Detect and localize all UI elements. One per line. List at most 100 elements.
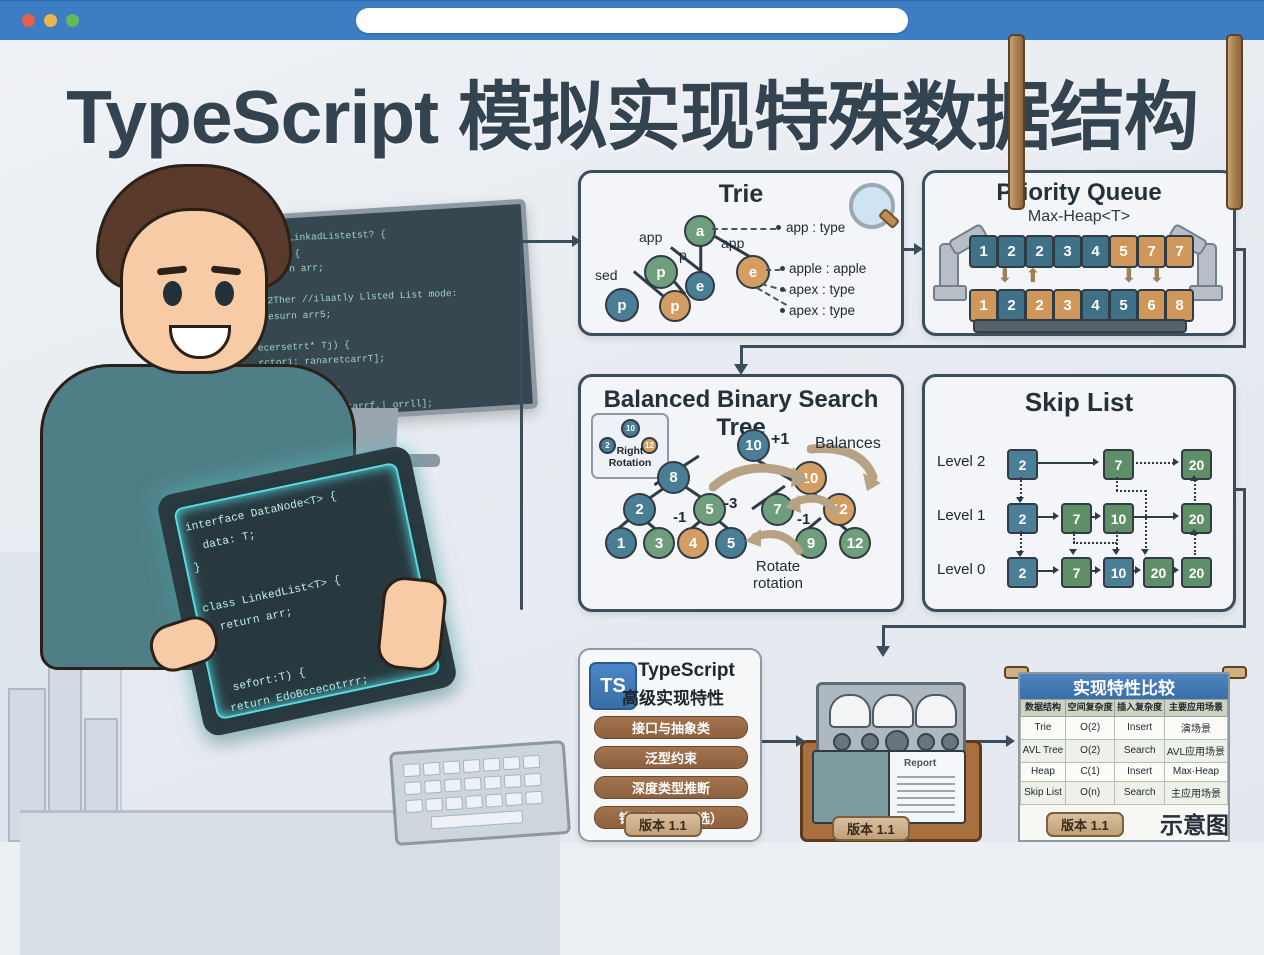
table-column-header: 数据结构 [1020,699,1066,717]
knob-icon[interactable] [833,733,851,751]
flow-line-to-trie [520,240,578,243]
knob-icon[interactable] [917,733,935,751]
developer-illustration: fonction LinkadListetst? { adel7)) { rat… [0,150,572,955]
skip-cell[interactable]: 7 [1061,557,1092,588]
browser-titlebar [0,0,1264,40]
trie-node[interactable]: e [685,271,715,301]
pq-cell[interactable]: 2 [1025,289,1054,322]
bst-node[interactable]: 2 [623,493,656,526]
bst-title: Balanced Binary Search Tree [603,386,879,441]
traffic-lights [22,13,79,27]
pq-cell[interactable]: 2 [1025,235,1054,268]
ts-feature-pill[interactable]: 接口与抽象类 [594,716,748,739]
skip-cell[interactable]: 7 [1061,503,1092,534]
bst-node[interactable]: 10 [737,429,770,462]
pq-cell[interactable]: 7 [1137,235,1166,268]
pq-cell[interactable]: 6 [1137,289,1166,322]
table-cell: Heap [1020,761,1066,782]
skip-cell[interactable]: 10 [1103,503,1134,534]
report-book: Report [812,750,966,824]
pq-cell[interactable]: 7 [1165,235,1194,268]
flow-line-skip-out [1232,488,1246,491]
skip-cell[interactable]: 20 [1143,557,1174,588]
bst-node[interactable]: 1 [605,527,637,559]
pq-cell[interactable]: 1 [969,235,998,268]
skip-cell[interactable]: 10 [1103,557,1134,588]
table-cell: Skip List [1020,780,1066,805]
flow-arrowhead-ts [796,735,805,747]
flow-arrowhead-table [1006,735,1015,747]
pq-cell[interactable]: 2 [997,289,1026,322]
trie-node[interactable]: e [736,255,770,289]
minimize-window-button[interactable] [44,13,57,27]
panel-skip-list[interactable]: Skip List Level 2 Level 1 Level 0 2 7 20… [922,374,1236,612]
skip-cell[interactable]: 2 [1007,557,1038,588]
skip-cell[interactable]: 20 [1181,557,1212,588]
gauge-icon [872,694,914,728]
pq-cell[interactable]: 4 [1081,289,1110,322]
table-cell: AVL Tree [1020,738,1066,763]
flow-line-left [520,240,523,610]
pq-cell[interactable]: 3 [1053,289,1082,322]
pq-cell[interactable]: 4 [1081,235,1110,268]
panel-trie[interactable]: Trie a p e e p p app app p sed app : typ… [578,170,904,336]
flow-line-machine-drop [882,625,885,649]
gauge-icon [915,694,957,728]
pq-cell[interactable]: 3 [1053,235,1082,268]
pq-cell[interactable]: 5 [1109,289,1138,322]
pq-subtitle: Max-Heap<T> [1027,208,1131,225]
pq-cell[interactable]: 2 [997,235,1026,268]
maximize-window-button[interactable] [66,13,79,27]
pq-title: Priority Queue [996,179,1162,206]
robot-arm-base-right [1189,285,1223,301]
skip-level-label: Level 1 [937,507,986,524]
skip-cell[interactable]: 2 [1007,503,1038,534]
keyboard [388,739,572,847]
pq-cell[interactable]: 5 [1109,235,1138,268]
knob-icon[interactable] [941,733,959,751]
skip-cell[interactable]: 20 [1181,503,1212,534]
trie-edge-label: sed [595,267,618,283]
panel-bst[interactable]: Balanced Binary Search Tree 10 2 12 Righ… [578,374,904,612]
bst-node[interactable]: 8 [657,461,690,494]
ts-feature-pill[interactable]: 深度类型推断 [594,776,748,799]
bst-node[interactable]: 5 [715,527,747,559]
trie-node[interactable]: p [644,255,678,289]
pq-cell[interactable]: 1 [969,289,998,322]
bst-balance-factor: -1 [797,511,811,528]
bst-balance-factor: -3 [724,495,738,512]
ts-feature-pill[interactable]: 泛型约束 [594,746,748,769]
trie-node[interactable]: a [684,215,716,247]
skip-cell[interactable]: 2 [1007,449,1038,480]
table-cell: 主应用场景 [1163,780,1229,805]
trie-node[interactable]: p [605,288,639,322]
address-bar[interactable] [356,8,908,33]
flow-arrowhead-trie [572,235,581,247]
bst-node[interactable]: 5 [693,493,726,526]
table-cell: C(1) [1064,761,1116,782]
pq-cell[interactable]: 8 [1165,289,1194,322]
person-hand-right [375,574,449,674]
trie-node[interactable]: p [659,290,691,322]
bst-node[interactable]: 3 [643,527,675,559]
bst-node[interactable]: 12 [839,527,871,559]
skip-cell[interactable]: 7 [1103,449,1134,480]
book-report-label: Report [904,758,937,769]
bst-node[interactable]: 4 [677,527,709,559]
knob-icon[interactable] [861,733,879,751]
close-window-button[interactable] [22,13,35,27]
trie-leaf-label: app : type [786,220,846,235]
report-machine: Report [800,668,982,842]
table-column-header: 主要应用场景 [1163,699,1229,717]
table-header-row: 数据结构空间复杂度插入复杂度主要应用场景 [1020,699,1229,717]
table-column-header: 空间复杂度 [1064,699,1116,717]
